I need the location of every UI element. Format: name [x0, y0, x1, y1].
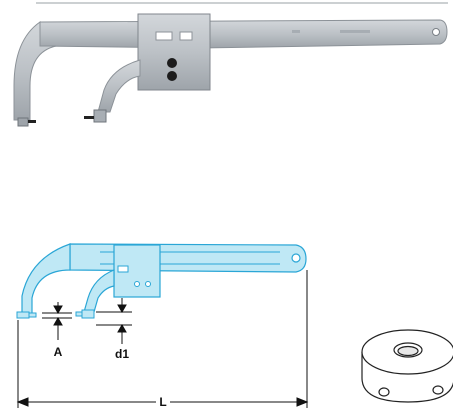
- round-nut-illustration: [361, 329, 453, 403]
- label-l-background: [156, 396, 170, 408]
- technical-drawing: [16, 243, 307, 319]
- hook-spanner-photo: [13, 13, 448, 127]
- dimension-label-d1: d1: [115, 347, 129, 361]
- dimension-annotations: [16, 270, 309, 408]
- dimension-label-a: A: [54, 345, 63, 359]
- dimension-label-l: L: [159, 395, 166, 409]
